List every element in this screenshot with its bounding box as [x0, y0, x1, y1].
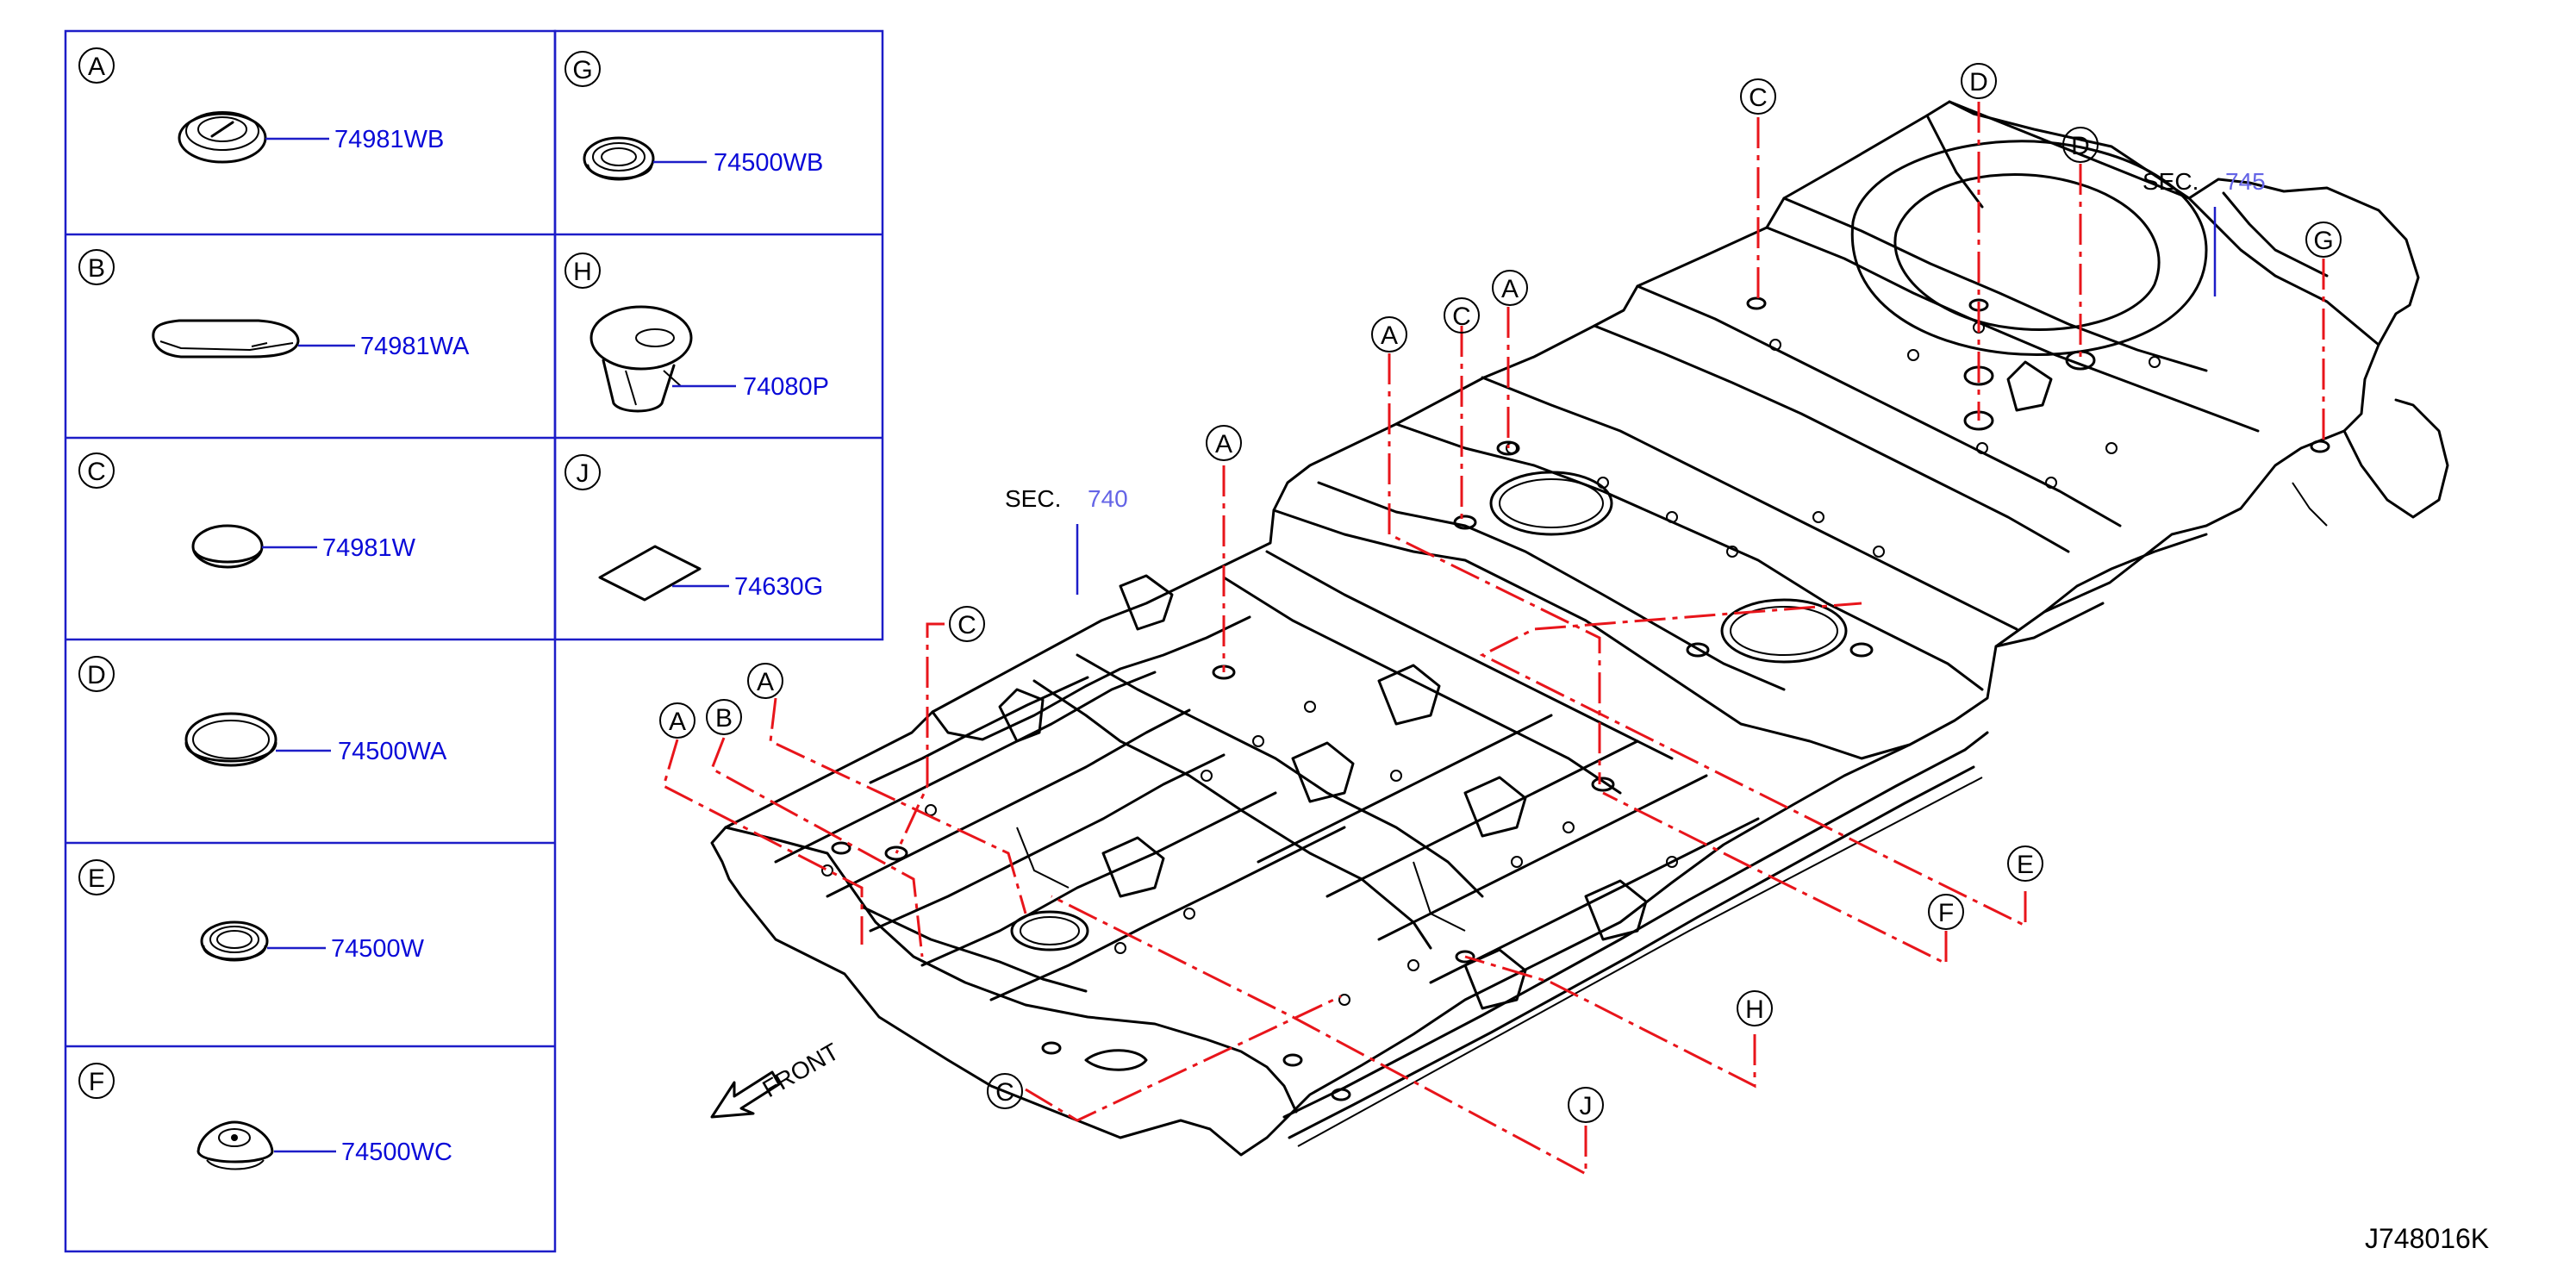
callout-letter: A — [757, 668, 774, 696]
legend-cell-e: E 74500W — [78, 859, 425, 963]
part-number: 74630G — [734, 573, 823, 601]
legend-letter: F — [89, 1068, 104, 1096]
part-number: 74500WA — [338, 738, 447, 765]
legend-cell-a: A 74981WB — [78, 47, 444, 164]
plug-dome-icon — [184, 712, 278, 767]
plug-oval-icon — [178, 111, 267, 164]
section-ref-740[interactable]: SEC. 740 — [1005, 485, 1128, 595]
legend-column-right — [553, 29, 884, 641]
callout-circle — [78, 1063, 115, 1099]
parts-legend — [64, 29, 884, 1253]
legend-letter: B — [88, 254, 105, 283]
front-direction-arrow: FRONT — [710, 1038, 844, 1119]
callout-letter: J — [1580, 1092, 1593, 1120]
legend-letter: E — [88, 864, 105, 893]
callout-circle — [78, 656, 115, 692]
callout-a-far-left: A — [659, 702, 695, 739]
legend-letter: C — [87, 458, 106, 486]
callout-e: E — [2007, 845, 2043, 882]
callout-letter: C — [957, 611, 976, 640]
callout-circle — [78, 47, 115, 84]
callout-circle — [78, 249, 115, 285]
part-number: 74500W — [331, 935, 425, 963]
callout-circle — [564, 51, 601, 87]
callout-letter: A — [669, 708, 686, 736]
legend-letter: A — [88, 53, 105, 81]
legend-cell-j: J 74630G — [564, 454, 823, 602]
callout-letter: A — [1381, 321, 1398, 350]
section-ref-745[interactable]: SEC. 745 — [2143, 168, 2266, 296]
callout-letter: C — [1452, 303, 1471, 331]
callout-c-top: C — [1740, 78, 1776, 115]
callout-circle — [78, 452, 115, 489]
section-number[interactable]: 740 — [1088, 485, 1128, 512]
part-number: 74981W — [322, 534, 416, 562]
callout-letter: D — [1969, 68, 1988, 97]
callout-letter: B — [715, 704, 733, 733]
callout-a-front: A — [747, 663, 783, 699]
callout-g: G — [2305, 221, 2342, 258]
callout-letter: D — [2071, 132, 2090, 160]
legend-letter: D — [87, 661, 106, 689]
legend-letter: J — [577, 459, 589, 488]
part-number: 74981WB — [334, 126, 444, 153]
legend-cell-d: D 74500WA — [78, 656, 447, 767]
callout-letter: F — [1938, 899, 1954, 927]
callout-h: H — [1737, 990, 1773, 1026]
locator-lines — [662, 102, 2325, 1176]
callout-f: F — [1928, 894, 1964, 930]
callout-circle — [564, 253, 601, 289]
legend-column-left — [64, 29, 557, 1253]
callout-a-upper: A — [1492, 270, 1528, 306]
callout-letter: A — [1501, 275, 1519, 303]
part-number: 74500WC — [341, 1139, 452, 1166]
pad-icon — [598, 545, 702, 602]
section-label: SEC. — [1005, 485, 1061, 512]
callout-letter: H — [1745, 995, 1764, 1024]
plug-flat-icon — [152, 319, 300, 359]
legend-letter: G — [572, 56, 592, 84]
plug-cap-icon — [196, 1120, 274, 1170]
callout-d-1: D — [1961, 63, 1997, 99]
legend-cell-f: F 74500WC — [78, 1063, 452, 1170]
callout-j: J — [1568, 1087, 1604, 1123]
part-number: 74080P — [743, 373, 829, 401]
callout-letter: E — [2017, 851, 2034, 879]
legend-cell-h: H 74080P — [564, 253, 829, 413]
diagram-id: J748016K — [2365, 1223, 2489, 1254]
callout-letter: A — [1215, 430, 1232, 459]
clip-icon — [589, 305, 693, 413]
callout-circle — [564, 454, 601, 490]
grommet-icon — [583, 136, 655, 181]
section-number[interactable]: 745 — [2225, 168, 2266, 195]
plug-round-icon — [191, 524, 264, 569]
plug-locations — [831, 296, 2330, 1101]
section-label: SEC. — [2143, 168, 2199, 195]
callout-c-left: C — [949, 606, 985, 642]
legend-cell-b: B 74981WA — [78, 249, 470, 360]
legend-letter: H — [573, 258, 592, 286]
legend-cell-c: C 74981W — [78, 452, 416, 569]
callout-a-left: A — [1206, 425, 1242, 461]
callout-d-2: D — [2062, 127, 2099, 163]
legend-cell-g: G 74500WB — [564, 51, 823, 181]
callout-circle — [78, 859, 115, 895]
callout-letter: C — [995, 1078, 1014, 1107]
grommet-icon — [200, 920, 269, 962]
front-label: FRONT — [758, 1038, 844, 1102]
callout-c-bottom: C — [987, 1073, 1023, 1109]
callout-letter: G — [2313, 227, 2333, 255]
callout-a-mid: A — [1371, 316, 1407, 353]
callout-b: B — [706, 699, 742, 735]
part-number: 74981WA — [360, 333, 470, 360]
callout-letter: C — [1749, 84, 1768, 112]
callout-c-upper: C — [1444, 297, 1480, 334]
mounting-holes — [821, 321, 2161, 1006]
part-number: 74500WB — [714, 149, 823, 177]
